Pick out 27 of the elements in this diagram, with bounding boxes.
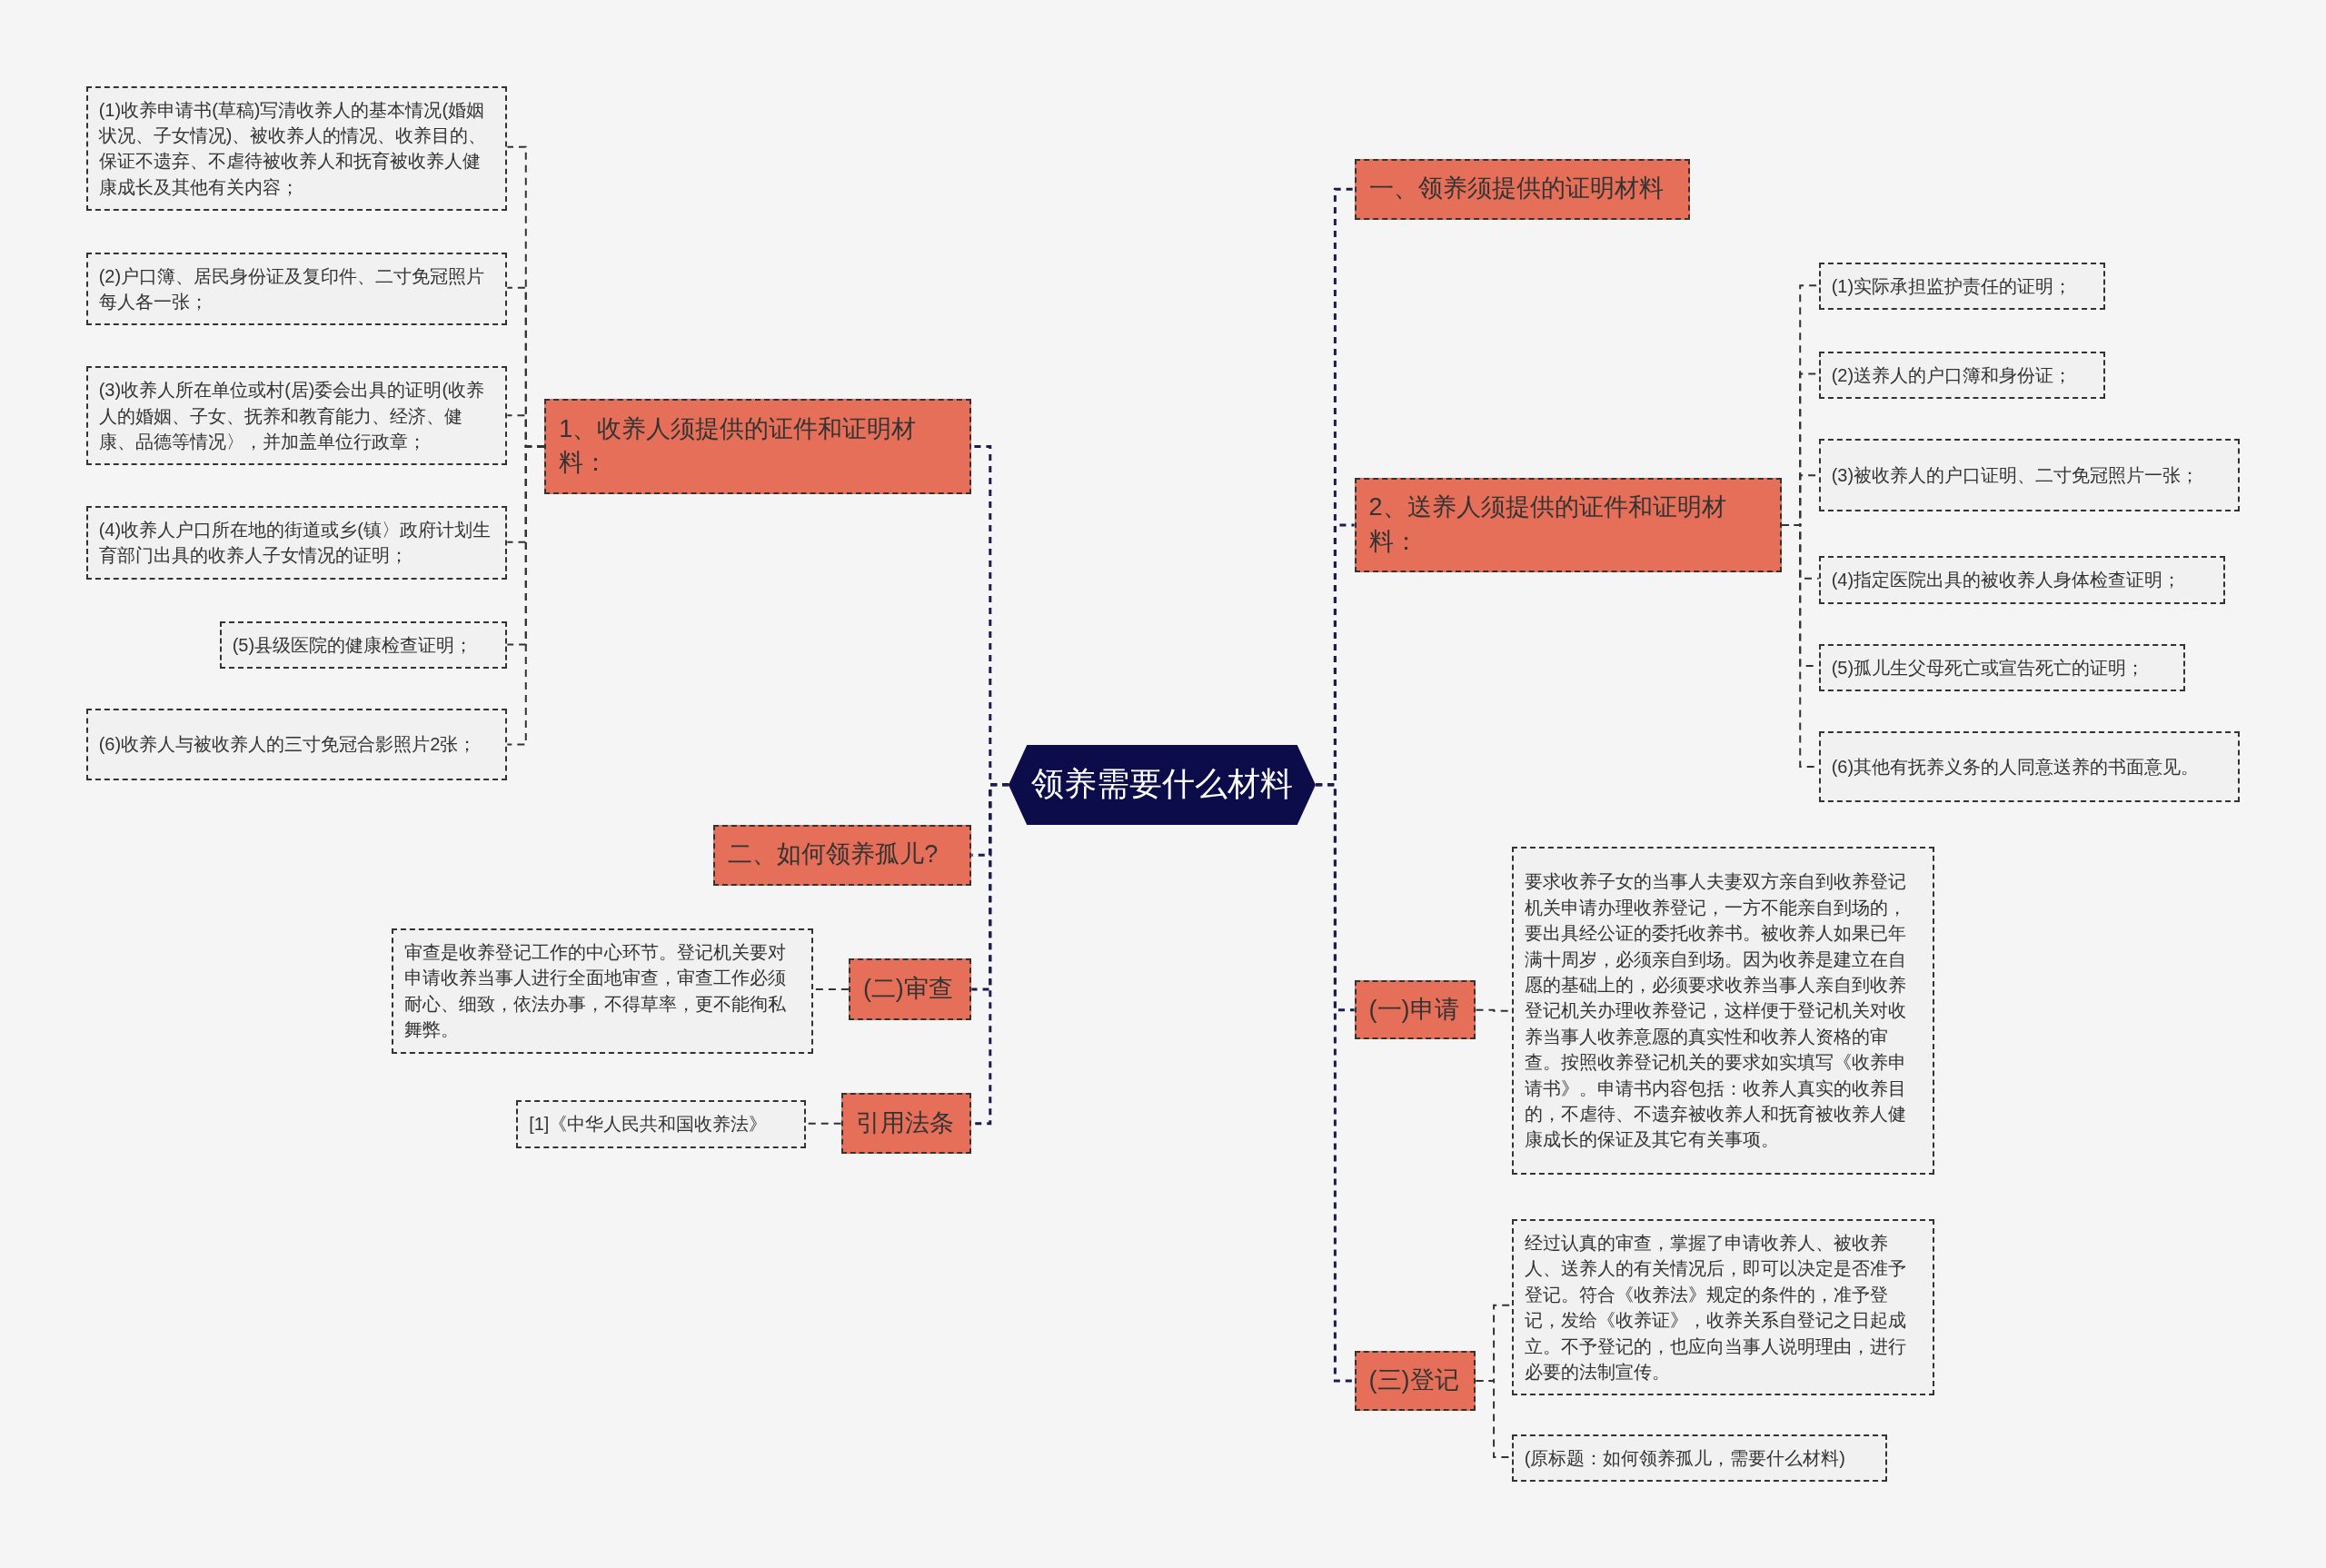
note-box: (原标题：如何领养孤儿，需要什么材料) (1511, 1434, 1887, 1483)
note-box: 经过认真的审查，掌握了申请收养人、被收养人、送养人的有关情况后，即可以决定是否准予登记。符合《收养法》规定的条件的，准予登记，发给《收养证》，收养关系自登记之日起成立。不予登记的，也应向当事人说明理由，进行必要的法制宣传。 (1511, 1219, 1934, 1396)
note-box: (2)户口簿、居民身份证及复印件、二寸免冠照片每人各一张； (85, 252, 508, 326)
note-box: (1)收养申请书(草稿)写清收养人的基本情况(婚姻状况、子女情况)、被收养人的情况、收养目的、保证不遗弃、不虐待被收养人和抚育被收养人健康成长及其他有关内容； (85, 85, 508, 212)
note-box: (2)送养人的户口簿和身份证； (1818, 351, 2105, 400)
note-box: (4)指定医院出具的被收养人身体检查证明； (1818, 556, 2225, 604)
topic-box: 二、如何领养孤儿? (713, 824, 972, 886)
topic-box: 一、领养须提供的证明材料 (1354, 158, 1690, 220)
topic-box: 2、送养人须提供的证件和证明材料： (1354, 477, 1782, 573)
note-box: (3)收养人所在单位或村(居)委会出具的证明(收养人的婚姻、子女、抚养和教育能力、经济、健康、品德等情况〉，并加盖单位行政章； (85, 366, 508, 466)
note-box: (5)孤儿生父母死亡或宣告死亡的证明； (1818, 643, 2185, 691)
topic-box: (一)申请 (1354, 980, 1476, 1040)
topic-box: (三)登记 (1354, 1351, 1476, 1411)
topic-box: (二)审查 (848, 958, 972, 1021)
note-box: 要求收养子女的当事人夫妻双方亲自到收养登记机关申请办理收养登记，一方不能亲自到场的，要出具经公证的委托收养书。被收养人如果已年满十周岁，必须亲自到场。因为收养是建立在自愿的基础上的，必须要求收养当事人亲自到收养登记机关办理收养登记，这样便于登记机关对收养当事人收养意愿的真实性和收养人资格的审查。按照收养登记机关的要求如实填写《收养申请书》。申请书内容包括：收养人真实的收养目的，不虐待、不遗弃被收养人和抚育被收养人健康成长的保证及其它有关事项。 (1511, 847, 1934, 1176)
note-box: (6)其他有抚养义务的人同意送养的书面意见。 (1818, 730, 2241, 803)
central-topic: 领养需要什么材料 (1009, 744, 1317, 825)
note-box: (4)收养人户口所在地的街道或乡(镇〉政府计划生育部门出具的收养人子女情况的证明； (85, 505, 508, 580)
note-box: 审查是收养登记工作的中心环节。登记机关要对申请收养当事人进行全面地审查，审查工作必须耐心、细致，依法办事，不得草率，更不能徇私舞弊。 (392, 928, 813, 1054)
connector (1316, 783, 1355, 1383)
note-box: (5)县级医院的健康检查证明； (219, 621, 508, 670)
topic-box: 引用法条 (840, 1093, 972, 1155)
topic-box: 1、收养人须提供的证件和证明材料： (544, 399, 972, 494)
note-box: (3)被收养人的户口证明、二寸免冠照片一张； (1818, 439, 2241, 512)
note-box: [1]《中华人民共和国收养法》 (516, 1100, 806, 1148)
note-box: (1)实际承担监护责任的证明； (1818, 262, 2105, 311)
note-box: (6)收养人与被收养人的三寸免冠合影照片2张； (85, 709, 508, 780)
